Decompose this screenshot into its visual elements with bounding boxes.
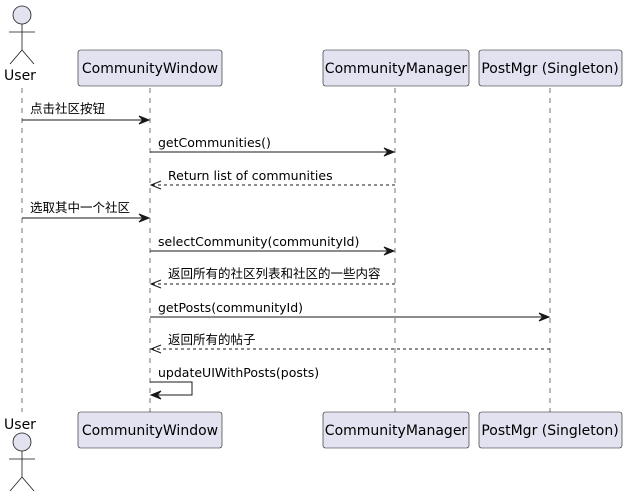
message-label: getPosts(communityId)	[158, 300, 303, 315]
message-select-community: selectCommunity(communityId)	[150, 234, 396, 256]
participant-community-window-top: CommunityWindow	[77, 49, 223, 87]
message-return-all-posts: 返回所有的帖子	[149, 332, 550, 354]
message-label: 返回所有的帖子	[168, 332, 256, 347]
participant-label-user-bottom: User	[4, 417, 36, 433]
message-label: getCommunities()	[158, 135, 271, 150]
participant-community-manager-top: CommunityManager	[322, 49, 470, 87]
message-select-a-community: 选取其中一个社区	[22, 200, 151, 223]
participant-label: CommunityManager	[325, 423, 468, 439]
message-label: selectCommunity(communityId)	[158, 234, 359, 249]
actor-head-icon	[12, 5, 32, 25]
participant-post-mgr-top: PostMgr (Singleton)	[478, 49, 623, 87]
message-return-community-list-and-content: 返回所有的社区列表和社区的一些内容	[149, 266, 395, 289]
open-arrowhead-icon	[149, 344, 162, 354]
actor-user-top: User	[4, 5, 36, 84]
message-get-communities: getCommunities()	[150, 135, 396, 157]
arrowhead-icon	[538, 312, 551, 322]
participant-community-window-bottom: CommunityWindow	[77, 411, 223, 449]
participant-label: PostMgr (Singleton)	[481, 423, 618, 439]
participant-community-manager-bottom: CommunityManager	[322, 411, 470, 449]
participant-label: CommunityWindow	[82, 61, 218, 77]
arrowhead-icon	[138, 213, 151, 223]
message-label: 返回所有的社区列表和社区的一些内容	[168, 266, 381, 281]
message-update-ui-with-posts: updateUIWithPosts(posts)	[149, 365, 319, 400]
open-arrowhead-icon	[149, 279, 162, 289]
open-arrowhead-icon	[149, 180, 162, 190]
arrowhead-icon	[149, 390, 162, 400]
participant-label: CommunityManager	[325, 61, 468, 77]
actor-user-bottom: User	[4, 417, 36, 492]
participant-label: PostMgr (Singleton)	[481, 61, 618, 77]
participant-post-mgr-bottom: PostMgr (Singleton)	[478, 411, 623, 449]
message-label: updateUIWithPosts(posts)	[158, 365, 319, 380]
participant-label: CommunityWindow	[82, 423, 218, 439]
message-return-communities: Return list of communities	[149, 168, 395, 190]
arrowhead-icon	[383, 246, 396, 256]
participant-label-user-top: User	[4, 68, 36, 84]
message-click-community-button: 点击社区按钮	[22, 101, 151, 125]
message-label: Return list of communities	[168, 168, 333, 183]
arrowhead-icon	[383, 147, 396, 157]
message-label: 选取其中一个社区	[30, 200, 130, 215]
message-label: 点击社区按钮	[30, 101, 105, 116]
message-get-posts: getPosts(communityId)	[150, 300, 551, 322]
actor-head-icon	[12, 432, 32, 452]
arrowhead-icon	[138, 115, 151, 125]
